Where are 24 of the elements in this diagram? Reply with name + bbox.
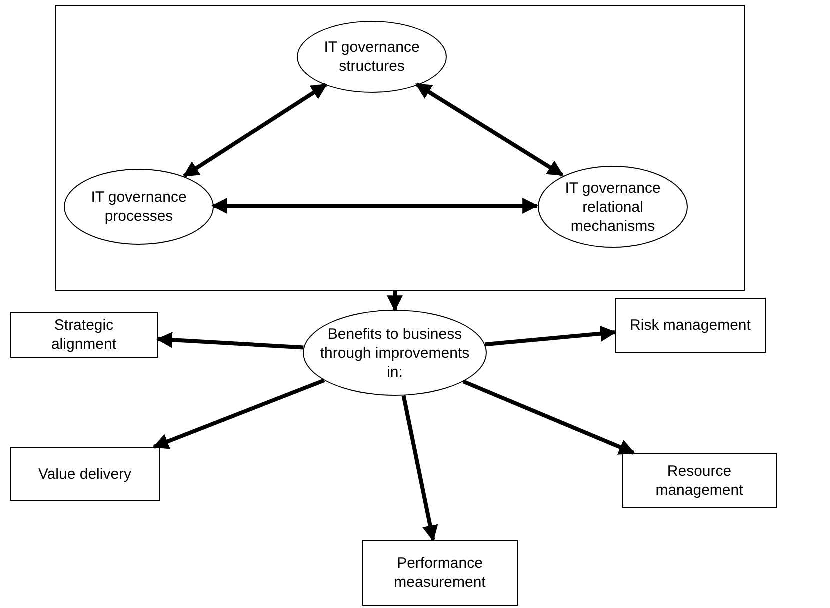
node-label: Risk management <box>629 316 752 335</box>
node-label: IT governance relational mechanisms <box>564 178 662 236</box>
process-box <box>622 453 777 508</box>
arrow <box>211 198 539 214</box>
arrow <box>156 332 304 350</box>
arrow <box>402 395 438 542</box>
node-label: Value delivery <box>37 464 133 484</box>
process-box <box>615 298 766 353</box>
node-label: Performance measurement <box>393 554 487 592</box>
process-box <box>10 312 158 358</box>
process-box <box>362 540 518 606</box>
arrow <box>462 380 636 455</box>
arrow <box>387 291 403 312</box>
node-label: IT governance processes <box>90 188 188 226</box>
node-label: Resource management <box>654 462 744 500</box>
process-box <box>10 447 160 501</box>
arrow <box>485 326 617 347</box>
node-label: IT governance structures <box>323 38 421 76</box>
group-box <box>55 5 745 291</box>
arrow <box>183 83 328 178</box>
arrow <box>152 378 326 450</box>
arrow <box>415 82 564 177</box>
node-label: Strategic alignment <box>50 316 118 354</box>
node-label: Benefits to business through improvements in: <box>319 324 471 382</box>
